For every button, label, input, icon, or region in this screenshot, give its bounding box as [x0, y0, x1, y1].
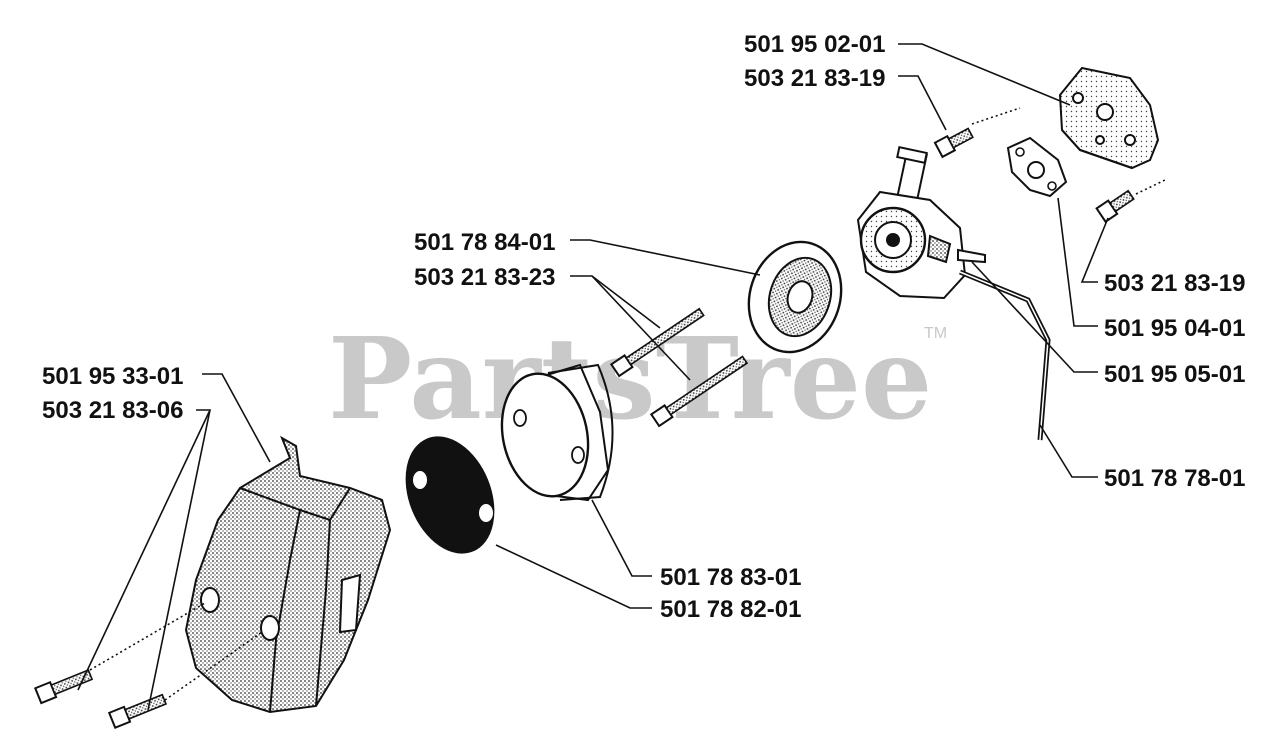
leader-p12: [495, 544, 652, 609]
part-label-p2: 503 21 83-19: [744, 65, 885, 92]
leader-p7: [971, 261, 1098, 373]
part-label-p1: 501 95 02-01: [744, 31, 885, 58]
part-label-p8: 501 95 33-01: [42, 363, 183, 390]
filter-element-part: [405, 436, 495, 554]
leader-p4b: [591, 275, 691, 381]
cover-screw-lower-part: [1095, 189, 1135, 224]
part-label-p5: 503 21 83-19: [1104, 270, 1245, 297]
cover-screw-right-part: [107, 693, 168, 730]
carburetor-cover-part: [1058, 66, 1160, 170]
part-label-p7: 501 95 05-01: [1104, 361, 1245, 388]
leader-p5: [1080, 217, 1109, 283]
long-bolt-lower-part: [649, 355, 749, 428]
part-label-p9: 503 21 83-06: [42, 397, 183, 424]
part-label-p10: 501 78 78-01: [1104, 465, 1245, 492]
leader-p1: [898, 43, 1071, 106]
carburetor-part: [856, 146, 986, 300]
watermark-trademark: TM: [924, 325, 947, 342]
air-filter-cover-part: [184, 435, 392, 714]
gasket-part: [1006, 136, 1068, 198]
leader-p2: [898, 75, 947, 131]
leader-p10: [1039, 424, 1098, 478]
air-filter-disc-part: [747, 240, 843, 354]
leader-p8: [202, 373, 271, 463]
part-label-p11: 501 78 83-01: [660, 564, 801, 591]
part-label-p4: 503 21 83-23: [414, 264, 555, 291]
cover-screw-upper-part: [933, 127, 974, 159]
leader-p11: [591, 499, 652, 577]
leader-p9b: [77, 409, 211, 691]
filter-housing-part: [500, 363, 614, 502]
leader-p6: [1057, 197, 1098, 327]
part-label-p3: 501 78 84-01: [414, 229, 555, 256]
long-bolt-upper-part: [609, 307, 705, 378]
watermark-text: PartsTree: [328, 314, 932, 445]
cover-screw-left-part: [33, 669, 94, 705]
part-label-p6: 501 95 04-01: [1104, 315, 1245, 342]
part-label-p12: 501 78 82-01: [660, 596, 801, 623]
leader-p3: [570, 239, 761, 276]
